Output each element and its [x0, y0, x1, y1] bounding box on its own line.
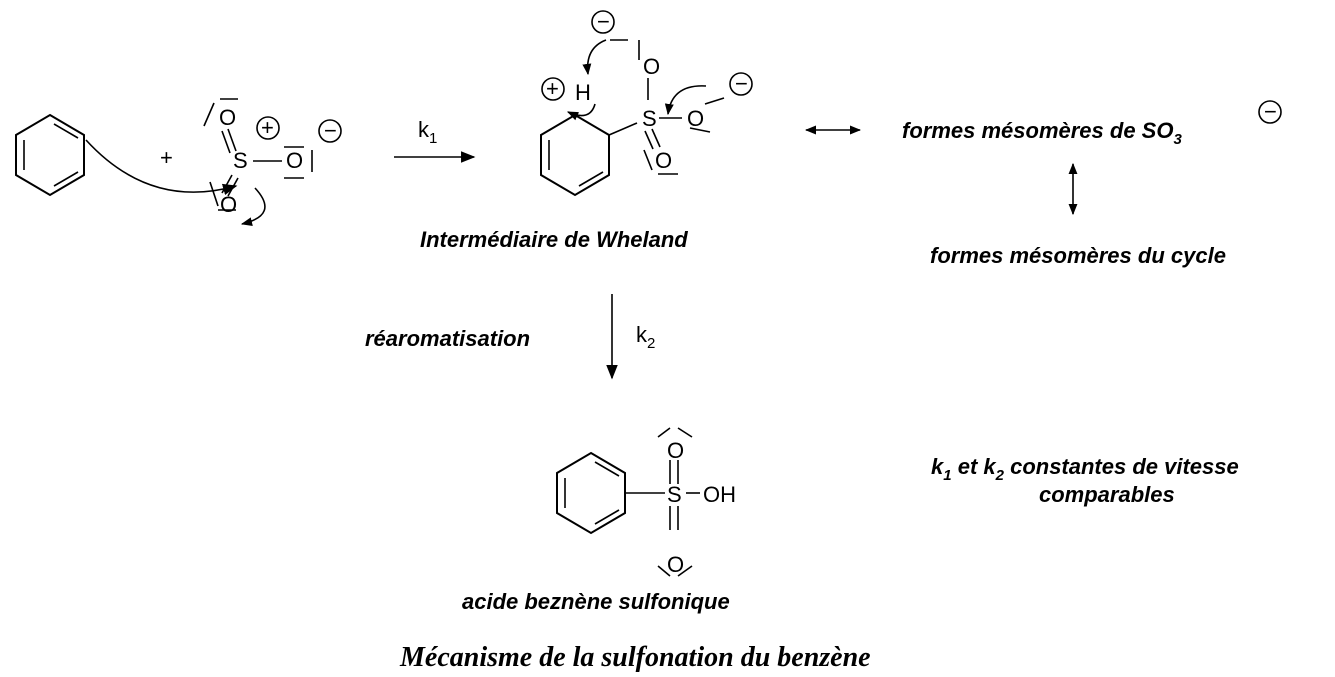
wheland-negative-circle-right: [729, 72, 753, 96]
benzenesulfonic-acid: S O O OH: [556, 427, 736, 577]
so3-sulfur: S: [233, 148, 248, 173]
plus-sign: +: [160, 145, 173, 170]
so3-oxygen-right: O: [286, 148, 303, 173]
figure-caption: Mécanisme de la sulfonation du benzène: [399, 642, 871, 673]
product-sulfur: S: [667, 482, 682, 507]
negative-charge-circle: [318, 119, 342, 143]
pi-bond-arrow: [240, 187, 266, 227]
rate-constants-note: k1 et k2 constantes de vitesse: [931, 454, 1239, 484]
base-negative-circle: [591, 10, 615, 34]
base-negative-charge: −: [597, 9, 610, 34]
product-hydroxyl: OH: [703, 482, 736, 507]
wheland-sulfur: S: [642, 106, 657, 131]
wheland-positive-circle: [541, 77, 565, 101]
rearomatisation-label: réaromatisation: [365, 326, 530, 351]
wheland-oxygen-bottom: O: [655, 148, 672, 173]
wheland-oxygen-right: O: [687, 106, 704, 131]
wheland-positive-charge: +: [546, 76, 559, 101]
negative-charge: −: [324, 118, 337, 143]
wheland-hydrogen: H: [575, 80, 591, 105]
k2-label: k2: [636, 322, 655, 352]
so3-oxygen-bottom: O: [220, 192, 237, 217]
so3-negative-charge: −: [1264, 99, 1277, 124]
so3-negative-circle: [1258, 100, 1282, 124]
k1-label: k1: [418, 117, 437, 147]
positive-charge: +: [261, 115, 274, 140]
rate-constants-note-line2: comparables: [1039, 482, 1175, 507]
meso-cycle-label: formes mésomères du cycle: [930, 243, 1226, 268]
base-attack-arrow: [582, 39, 607, 76]
so3-oxygen-top: O: [219, 105, 236, 130]
wheland-intermediate: + H S O O − O −: [540, 9, 753, 197]
positive-charge-circle: [256, 116, 280, 140]
ch-bond-arrow: [566, 103, 596, 121]
meso-so3-label: formes mésomères de SO3: [902, 118, 1182, 148]
wheland-label: Intermédiaire de Wheland: [420, 227, 688, 252]
wheland-negative-charge-right: −: [735, 71, 748, 96]
so-attack-arrow: [664, 85, 707, 116]
product-label: acide beznène sulfonique: [462, 589, 730, 614]
benzene-reactant: [15, 113, 85, 197]
wheland-oxygen-top: O: [643, 54, 660, 79]
product-oxygen-top: O: [667, 438, 684, 463]
so3-reagent: O S + O − O: [203, 98, 342, 227]
attack-arrow: [85, 139, 238, 196]
product-oxygen-bottom: O: [667, 552, 684, 577]
